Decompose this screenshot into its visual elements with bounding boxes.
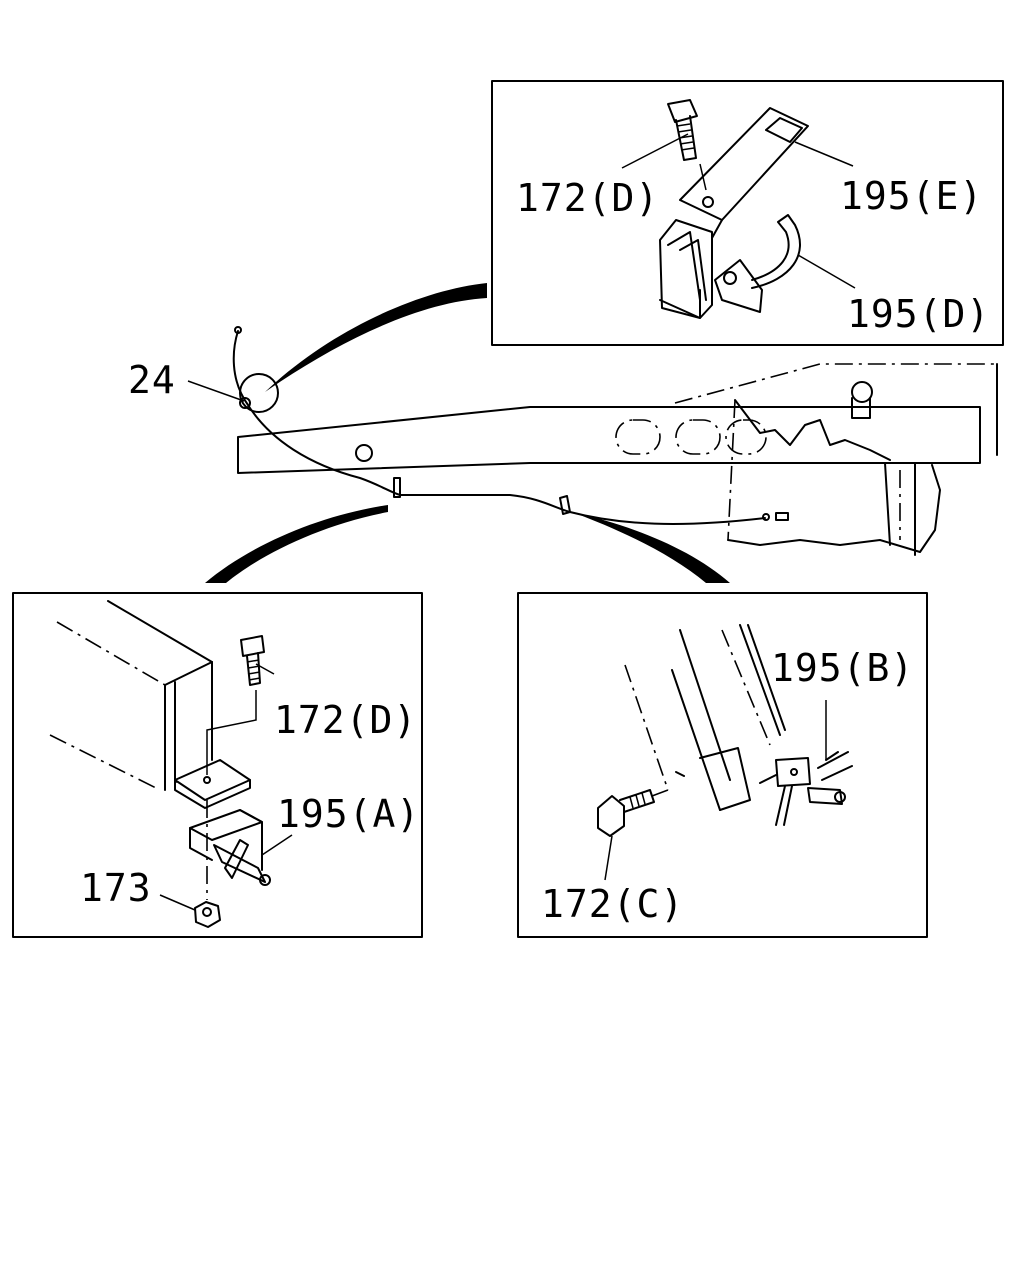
callout-195-a: 195(A) xyxy=(277,792,421,836)
callout-195-b: 195(B) xyxy=(771,646,915,690)
callout-24: 24 xyxy=(128,358,176,402)
main-frame-view xyxy=(187,283,998,583)
callout-172-c: 172(C) xyxy=(541,882,685,926)
left-detail-inset xyxy=(12,592,423,938)
callout-172-d-left: 172(D) xyxy=(274,698,418,742)
callout-195-d: 195(D) xyxy=(847,292,991,336)
right-detail-inset xyxy=(517,592,928,938)
callout-172-d-top: 172(D) xyxy=(516,176,660,220)
callout-195-e: 195(E) xyxy=(840,174,984,218)
callout-173: 173 xyxy=(80,866,152,910)
top-detail-inset xyxy=(491,80,1004,346)
